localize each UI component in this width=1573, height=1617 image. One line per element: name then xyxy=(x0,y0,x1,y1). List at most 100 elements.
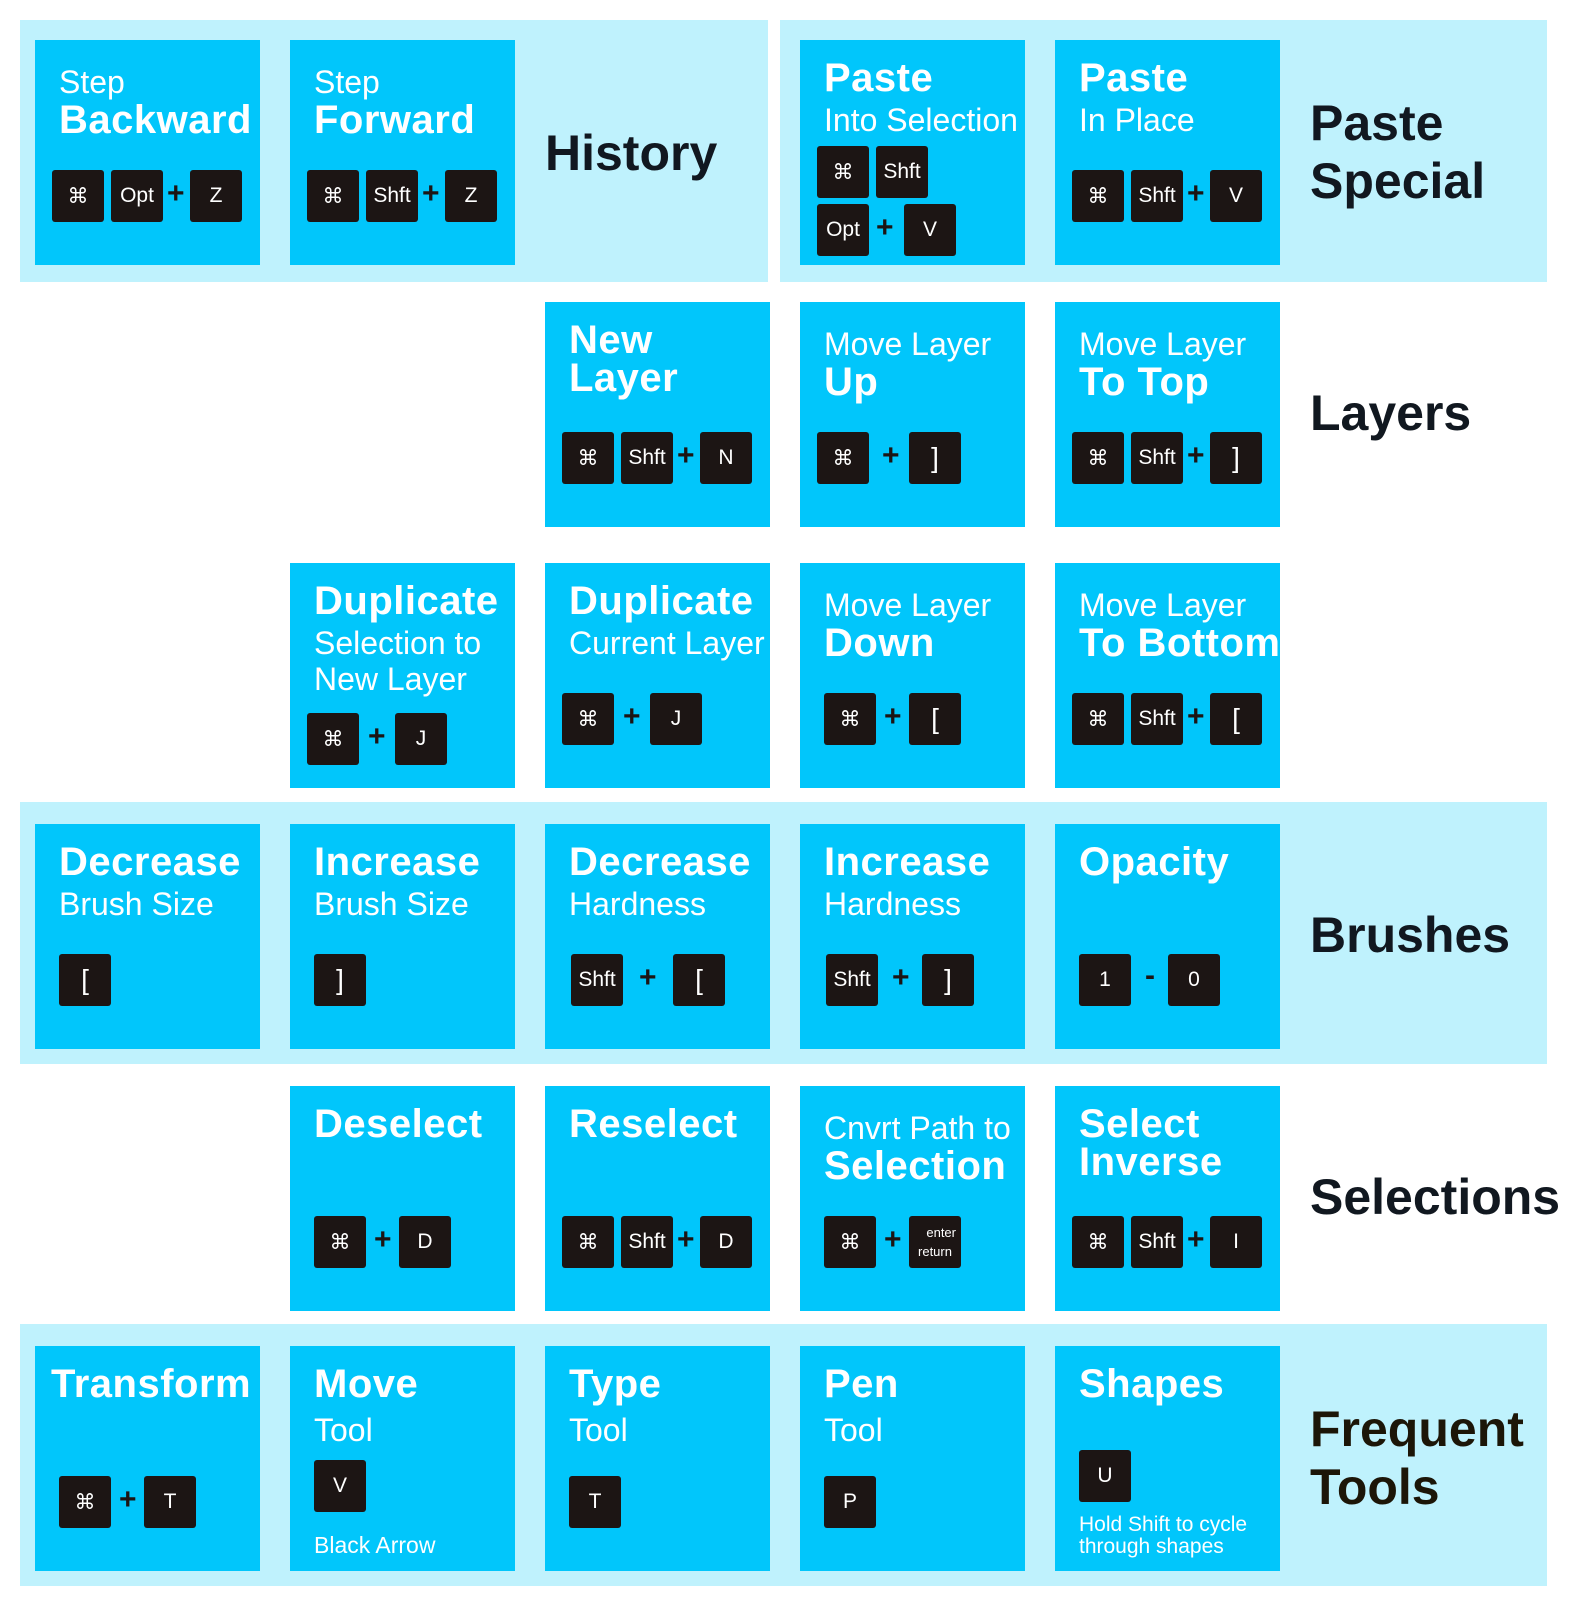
card-title: New xyxy=(569,318,653,362)
plus-sign: + xyxy=(677,439,695,472)
plus-sign: + xyxy=(876,211,894,244)
card-title: Up xyxy=(824,360,879,404)
card-move-layer-up[interactable]: Move Layer Up ⌘ + ] xyxy=(800,302,1025,527)
plus-sign: + xyxy=(422,177,440,210)
plus-sign: + xyxy=(119,1483,137,1516)
shapes-note: through shapes xyxy=(1079,1535,1224,1558)
shift-key: Shft xyxy=(571,954,623,1006)
plus-sign: + xyxy=(892,961,910,994)
cmd-key: ⌘ xyxy=(817,146,869,198)
opt-key: Opt xyxy=(817,204,869,256)
card-decrease-brush-size[interactable]: Decrease Brush Size [ xyxy=(35,824,260,1049)
left-bracket-key: [ xyxy=(1210,693,1262,745)
cmd-key: ⌘ xyxy=(562,432,614,484)
one-key: 1 xyxy=(1079,954,1131,1006)
j-key: J xyxy=(650,693,702,745)
plus-sign: + xyxy=(374,1223,392,1256)
t-key: T xyxy=(569,1476,621,1528)
card-move-tool[interactable]: Move Tool V Black Arrow xyxy=(290,1346,515,1571)
shapes-note: Hold Shift to cycle xyxy=(1079,1513,1248,1536)
plus-sign: + xyxy=(639,961,657,994)
card-title: Paste xyxy=(824,56,934,100)
j-key: J xyxy=(395,713,447,765)
cmd-key: ⌘ xyxy=(59,1476,111,1528)
cmd-key: ⌘ xyxy=(1072,432,1124,484)
card-move-layer-to-bottom[interactable]: Move Layer To Bottom ⌘ Shft + [ xyxy=(1055,563,1280,788)
card-duplicate-current-layer[interactable]: Duplicate Current Layer ⌘ + J xyxy=(545,563,770,788)
card-title: Shapes xyxy=(1079,1362,1225,1406)
card-pen-tool[interactable]: Pen Tool P xyxy=(800,1346,1025,1571)
move-tool-note: Black Arrow xyxy=(314,1532,436,1558)
card-title: Decrease xyxy=(569,840,751,884)
right-bracket-key: ] xyxy=(909,432,961,484)
category-line: Special xyxy=(1310,153,1486,209)
right-bracket-key: ] xyxy=(314,954,366,1006)
cmd-key: ⌘ xyxy=(562,693,614,745)
category-selections: Selections xyxy=(1310,1169,1561,1225)
card-subtitle: Move Layer xyxy=(1079,326,1247,362)
card-step-forward[interactable]: Step Forward ⌘ Shft + Z xyxy=(290,40,515,265)
card-shapes[interactable]: Shapes U Hold Shift to cycle through sha… xyxy=(1055,1346,1280,1571)
card-duplicate-selection[interactable]: Duplicate Selection to New Layer ⌘ + J xyxy=(290,563,515,788)
card-title: Pen xyxy=(824,1362,899,1406)
category-line: Tools xyxy=(1310,1459,1440,1515)
plus-sign: + xyxy=(1187,1223,1205,1256)
card-select-inverse[interactable]: Select Inverse ⌘ Shft + I xyxy=(1055,1086,1280,1311)
card-subtitle: Tool xyxy=(569,1412,628,1448)
shift-key: Shft xyxy=(621,1216,673,1268)
card-title: Decrease xyxy=(59,840,241,884)
card-title: To Bottom xyxy=(1079,621,1281,665)
shift-key: Shft xyxy=(1131,1216,1183,1268)
cmd-key: ⌘ xyxy=(307,170,359,222)
card-move-layer-down[interactable]: Move Layer Down ⌘ + [ xyxy=(800,563,1025,788)
card-increase-brush-size[interactable]: Increase Brush Size ] xyxy=(290,824,515,1049)
v-key: V xyxy=(314,1460,366,1512)
card-subtitle: Move Layer xyxy=(824,587,992,623)
plus-sign: + xyxy=(368,720,386,753)
card-title: To Top xyxy=(1079,360,1210,404)
card-title: Layer xyxy=(569,356,679,400)
card-opacity[interactable]: Opacity 1 - 0 xyxy=(1055,824,1280,1049)
card-reselect[interactable]: Reselect ⌘ Shft + D xyxy=(545,1086,770,1311)
card-deselect[interactable]: Deselect ⌘ + D xyxy=(290,1086,515,1311)
category-frequent-tools: Frequent Tools xyxy=(1310,1400,1524,1516)
z-key: Z xyxy=(190,170,242,222)
card-move-layer-to-top[interactable]: Move Layer To Top ⌘ Shft + ] xyxy=(1055,302,1280,527)
left-bracket-key: [ xyxy=(59,954,111,1006)
card-subtitle: Selection to xyxy=(314,625,482,661)
card-title: Duplicate xyxy=(569,579,754,623)
i-key: I xyxy=(1210,1216,1262,1268)
card-increase-hardness[interactable]: Increase Hardness Shft + ] xyxy=(800,824,1025,1049)
card-subtitle: Brush Size xyxy=(314,886,469,922)
card-convert-path-to-selection[interactable]: Cnvrt Path to Selection ⌘ + enter return xyxy=(800,1086,1025,1311)
plus-sign: + xyxy=(677,1223,695,1256)
card-subtitle: Hardness xyxy=(824,886,961,922)
p-key: P xyxy=(824,1476,876,1528)
cmd-key: ⌘ xyxy=(314,1216,366,1268)
card-title: Reselect xyxy=(569,1102,738,1146)
card-title: Paste xyxy=(1079,56,1189,100)
brushes-band xyxy=(20,802,1547,1064)
cmd-key: ⌘ xyxy=(817,432,869,484)
card-decrease-hardness[interactable]: Decrease Hardness Shft + [ xyxy=(545,824,770,1049)
card-subtitle: Current Layer xyxy=(569,625,765,661)
card-subtitle: Cnvrt Path to xyxy=(824,1110,1011,1146)
card-type-tool[interactable]: Type Tool T xyxy=(545,1346,770,1571)
card-new-layer[interactable]: New Layer ⌘ Shft + N xyxy=(545,302,770,527)
left-bracket-key: [ xyxy=(909,693,961,745)
card-transform[interactable]: Transform ⌘ + T xyxy=(35,1346,260,1571)
shift-key: Shft xyxy=(876,146,928,198)
card-subtitle: Tool xyxy=(314,1412,373,1448)
d-key: D xyxy=(399,1216,451,1268)
shift-key: Shft xyxy=(1131,170,1183,222)
cmd-key: ⌘ xyxy=(307,713,359,765)
card-paste-in-place[interactable]: Paste In Place ⌘ Shft + V xyxy=(1055,40,1280,265)
card-step-backward[interactable]: Step Backward ⌘ Opt + Z xyxy=(35,40,260,265)
category-layers: Layers xyxy=(1310,385,1472,441)
card-paste-into-selection[interactable]: Paste Into Selection ⌘ Shft Opt + V xyxy=(800,40,1025,265)
cmd-key: ⌘ xyxy=(1072,1216,1124,1268)
cmd-key: ⌘ xyxy=(1072,170,1124,222)
cmd-key: ⌘ xyxy=(824,1216,876,1268)
card-title: Duplicate xyxy=(314,579,499,623)
z-key: Z xyxy=(445,170,497,222)
